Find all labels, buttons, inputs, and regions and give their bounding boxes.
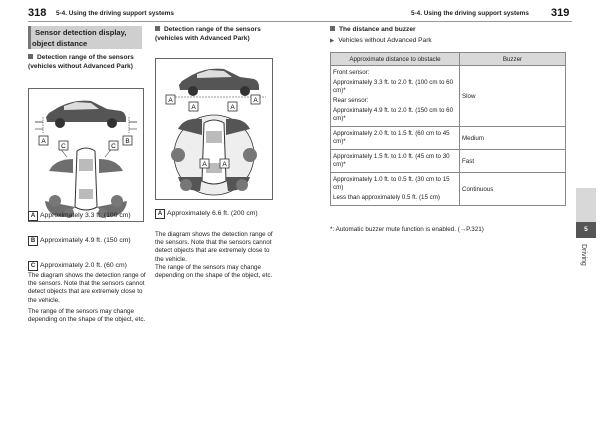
- col1-subheading: Detection range of the sensors (vehicles…: [28, 54, 134, 70]
- header-rule-right: [300, 21, 572, 22]
- figure2-label-a5: A: [202, 161, 207, 168]
- figure-label-c-right: C: [111, 143, 116, 150]
- left-running-head: 5-4. Using the driving support systems: [56, 10, 174, 17]
- col3-footnote: *: Automatic buzzer mute function is ena…: [330, 226, 484, 233]
- col1-note-detection: The diagram shows the detection range of…: [28, 272, 146, 304]
- figure-sensors-without-park: A B C C: [28, 88, 144, 222]
- figure-sensors-with-park: A A A A A A: [155, 58, 273, 200]
- square-bullet-icon: [28, 54, 33, 59]
- col1-note-range: The range of the sensors may change depe…: [28, 308, 146, 324]
- buzzer-continuous: Continuous: [459, 172, 566, 206]
- section-title: Sensor detection display, object distanc…: [32, 28, 127, 48]
- figure2-label-a4: A: [253, 97, 258, 104]
- col2-note-detection: The diagram shows the detection range of…: [155, 231, 273, 263]
- chapter-tab-number: 5: [576, 222, 596, 238]
- col2-subheading: Detection range of the sensors (vehicles…: [155, 26, 261, 42]
- col2-note-range: The range of the sensors may change depe…: [155, 264, 273, 280]
- table-header-row: Approximate distance to obstacle Buzzer: [330, 52, 566, 66]
- buzzer-table: Approximate distance to obstacle Buzzer …: [330, 52, 566, 206]
- figure2-label-a3: A: [230, 104, 235, 111]
- buzzer-medium: Medium: [459, 126, 566, 150]
- section-title-box: Sensor detection display, object distanc…: [28, 26, 142, 49]
- table-row: Front sensor: Approximately 3.3 ft. to 2…: [330, 65, 566, 127]
- figure-label-a: A: [41, 138, 46, 145]
- square-bullet-icon: [330, 26, 335, 31]
- table-header-buzzer: Buzzer: [459, 52, 566, 66]
- chapter-tab-label: Driving: [580, 244, 587, 266]
- table-header-distance: Approximate distance to obstacle: [330, 52, 460, 66]
- sensor-range-diagram-2: A A A A A A: [165, 68, 266, 196]
- right-running-head: 5-4. Using the driving support systems: [411, 10, 529, 17]
- square-bullet-icon: [155, 26, 160, 31]
- right-page-number: 319: [551, 7, 570, 19]
- sensor-range-diagram-1: A B C C: [35, 100, 137, 218]
- header-rule-left: [28, 21, 300, 22]
- col3-arrow-item: ▶Vehicles without Advanced Park: [330, 37, 432, 44]
- left-page-number: 318: [28, 7, 47, 19]
- buzzer-fast: Fast: [459, 149, 566, 173]
- figure2-label-a2: A: [191, 104, 196, 111]
- buzzer-slow: Slow: [459, 65, 566, 127]
- figure2-label-a1: A: [168, 97, 173, 104]
- triangle-right-icon: ▶: [330, 38, 335, 44]
- figure2-label-a6: A: [222, 161, 227, 168]
- figure-label-c-left: C: [61, 143, 66, 150]
- table-row: Approximately 1.0 ft. to 0.5 ft. (30 cm …: [330, 172, 566, 206]
- table-row: Approximately 2.0 ft. to 1.5 ft. (60 cm …: [330, 126, 566, 150]
- table-row: Approximately 1.5 ft. to 1.0 ft. (45 cm …: [330, 149, 566, 173]
- side-tab-strip: [576, 188, 596, 222]
- section-title-bar: [28, 26, 31, 49]
- figure-label-b: B: [125, 138, 129, 145]
- col3-subheading: The distance and buzzer: [330, 25, 560, 34]
